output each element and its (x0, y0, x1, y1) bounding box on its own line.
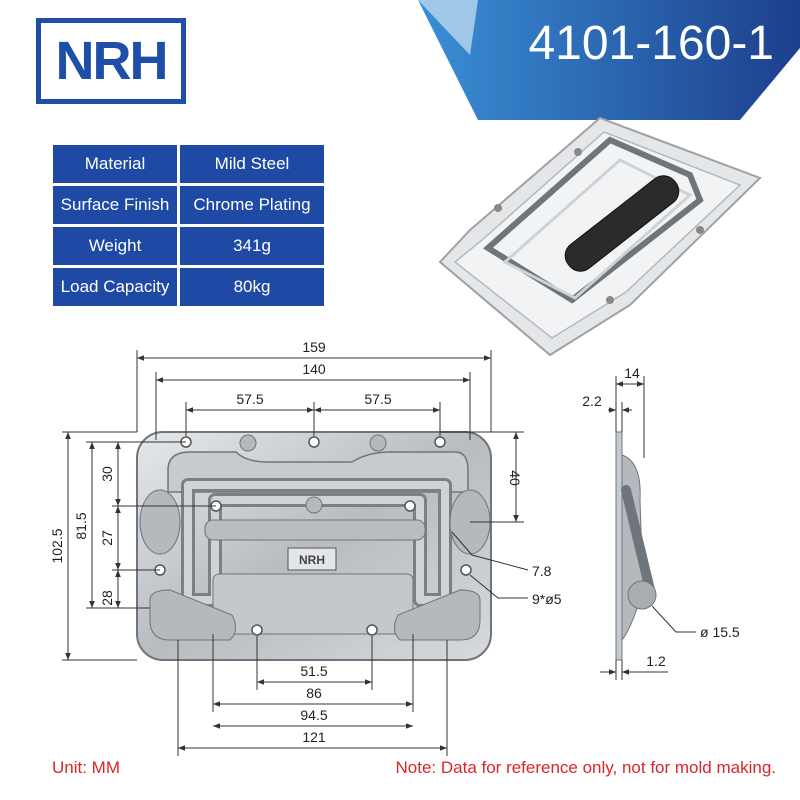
dim-1-2: 1.2 (646, 653, 666, 669)
dim-51-5: 51.5 (300, 663, 327, 679)
dimension-labels: 159 140 57.5 57.5 102.5 81.5 30 27 28 40… (49, 339, 562, 745)
corner-pocket-right (394, 589, 481, 641)
dim-holes: 9*ø5 (532, 591, 562, 607)
unit-note: Unit: MM (52, 758, 120, 777)
dim-7-8: 7.8 (532, 563, 552, 579)
brand-logo: NRH (36, 18, 186, 104)
spec-key: Material (53, 145, 177, 183)
dim-28: 28 (99, 590, 115, 606)
dim-14: 14 (624, 365, 640, 381)
handle-crossbar (204, 519, 426, 541)
corner-pocket-left (149, 589, 236, 641)
side-dimension-labels: 14 2.2 1.2 ø 15.5 (582, 365, 740, 669)
plate-logo-text: NRH (299, 553, 325, 567)
spec-value: 341g (180, 227, 324, 265)
spec-row-material: Material Mild Steel (53, 145, 324, 183)
model-number: 4101-160-1 (528, 17, 774, 70)
header-blue-panel (418, 0, 800, 120)
reference-note: Note: Data for reference only, not for m… (395, 758, 776, 777)
dim-57-5-left: 57.5 (236, 391, 263, 407)
dim-159: 159 (302, 339, 326, 355)
dim-2-2: 2.2 (582, 393, 602, 409)
header-accent (418, 0, 478, 55)
spec-row-capacity: Load Capacity 80kg (53, 268, 324, 306)
product-photo (438, 116, 762, 357)
spec-value: Chrome Plating (180, 186, 324, 224)
spec-table: Material Mild Steel Surface Finish Chrom… (50, 142, 327, 309)
brand-logo-text: NRH (55, 31, 169, 91)
spec-row-weight: Weight 341g (53, 227, 324, 265)
spec-key: Surface Finish (53, 186, 177, 224)
spec-key: Load Capacity (53, 268, 177, 306)
spec-value: 80kg (180, 268, 324, 306)
header-banner: NRH 4101-160-1 (0, 0, 800, 120)
dim-40: 40 (507, 470, 523, 486)
dim-30: 30 (99, 466, 115, 482)
dimension-lines (62, 350, 529, 756)
handle-grip (212, 573, 414, 635)
front-view: NRH (136, 431, 492, 661)
dim-121: 121 (302, 729, 326, 745)
spec-key: Weight (53, 227, 177, 265)
dim-27: 27 (99, 530, 115, 546)
dim-57-5-right: 57.5 (364, 391, 391, 407)
side-dimension-lines (600, 376, 696, 680)
dim-15-5: ø 15.5 (700, 624, 740, 640)
spec-row-finish: Surface Finish Chrome Plating (53, 186, 324, 224)
plate-logo (287, 547, 337, 571)
side-slot-left (139, 489, 181, 555)
dim-102-5: 102.5 (49, 528, 65, 563)
dim-140: 140 (302, 361, 326, 377)
dim-81-5: 81.5 (73, 512, 89, 539)
mounting-holes (154, 436, 472, 636)
spec-value: Mild Steel (180, 145, 324, 183)
header-background (418, 0, 800, 120)
side-view (615, 431, 657, 661)
dim-94-5: 94.5 (300, 707, 327, 723)
dim-86: 86 (306, 685, 322, 701)
